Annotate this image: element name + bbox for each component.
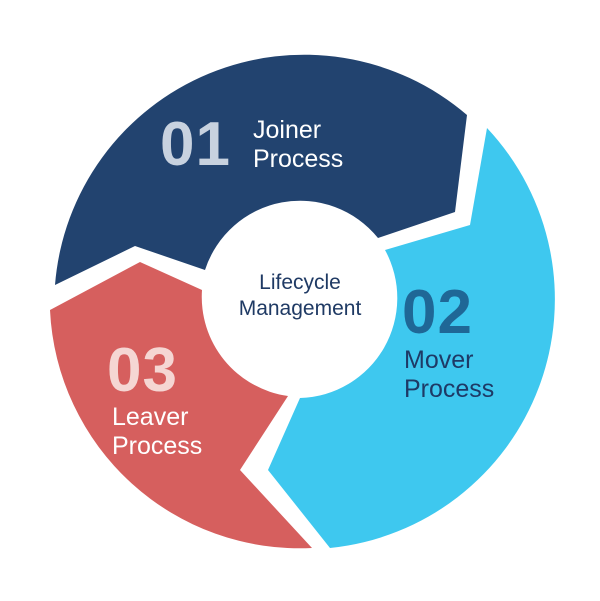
stage-01-line1: Joiner xyxy=(253,116,322,144)
leaver-segment xyxy=(50,262,312,549)
center-label: Lifecycle Management xyxy=(210,270,390,322)
stage-02-line2: Process xyxy=(404,375,495,403)
stage-01-number: 01 xyxy=(160,110,231,179)
stage-02-label: Mover Process xyxy=(404,346,494,404)
stage-03-label: Leaver Process xyxy=(112,403,202,461)
stage-01-label: Joiner Process xyxy=(253,116,343,174)
stage-02-number: 02 xyxy=(402,278,473,347)
joiner-segment xyxy=(55,54,467,285)
stage-03-line1: Leaver xyxy=(112,403,189,431)
center-label-line1: Lifecycle xyxy=(259,271,341,294)
mover-segment xyxy=(268,128,555,548)
stage-02-line1: Mover xyxy=(404,346,474,374)
stage-01-line2: Process xyxy=(253,145,344,173)
stage-03-number: 03 xyxy=(107,336,178,405)
center-label-line2: Management xyxy=(238,297,362,320)
stage-03-line2: Process xyxy=(112,432,203,460)
center-circle xyxy=(210,210,390,390)
